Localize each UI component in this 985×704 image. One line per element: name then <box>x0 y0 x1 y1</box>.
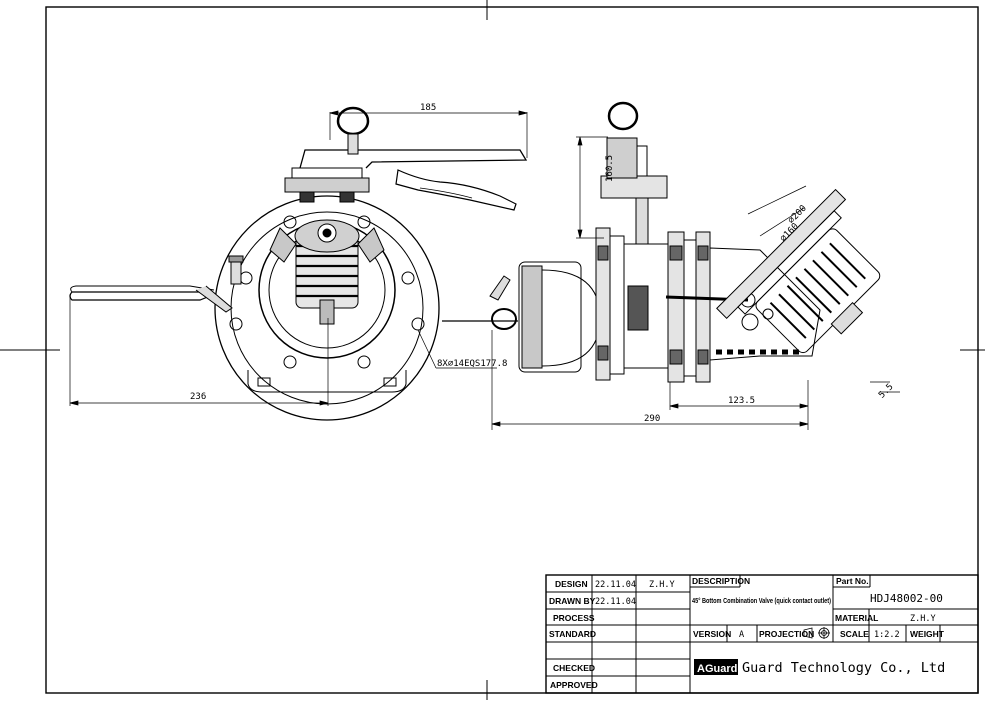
drawn-by-label: DRAWN BY <box>549 596 596 606</box>
dim-flange-thickness: 5.5 <box>877 382 896 401</box>
process-label: PROCESS <box>553 613 595 623</box>
material-label: MATERIAL <box>835 613 878 623</box>
design-by: Z.H.Y <box>649 580 675 590</box>
description-label: DESCRIPTION <box>692 576 750 586</box>
drawn-date: 22.11.04 <box>595 597 636 607</box>
scale-value: 1:2.2 <box>874 630 900 640</box>
dim-overall-length: 290 <box>644 414 660 424</box>
material-value: Z.H.Y <box>910 614 936 624</box>
dim-bolt-pattern: 8X⌀14EQS177.8 <box>437 359 507 369</box>
projection-symbol-icon <box>803 627 830 639</box>
logo-text: AGuard <box>697 663 737 675</box>
front-dimension-lines <box>69 110 528 406</box>
title-block <box>545 574 979 694</box>
design-label: DESIGN <box>555 579 588 589</box>
projection-label: PROJECTION <box>759 629 814 639</box>
part-no-value: HDJ48002-00 <box>870 592 943 605</box>
description-value: 45° Bottom Combination Valve (quick cont… <box>692 597 831 605</box>
company-logo: AGuard <box>694 659 738 675</box>
dim-lever-reach: 236 <box>190 392 206 402</box>
dim-height: 160.5 <box>605 155 615 182</box>
dim-offset: 123.5 <box>728 396 755 406</box>
checked-label: CHECKED <box>553 663 595 673</box>
approved-label: APPROVED <box>550 680 598 690</box>
sheet-border <box>45 6 979 694</box>
dim-handle-length: 185 <box>420 103 436 113</box>
scale-label: SCALE <box>840 629 869 639</box>
company-name: Guard Technology Co., Ltd <box>742 660 945 676</box>
side-dimension-lines <box>491 136 900 430</box>
version-label: VERSION <box>693 629 731 639</box>
version-value: A <box>739 630 744 640</box>
front-view <box>69 106 528 421</box>
part-no-label: Part No. <box>836 576 869 586</box>
side-view <box>442 101 881 383</box>
design-date: 22.11.04 <box>595 580 636 590</box>
standard-label: STANDARD <box>549 629 596 639</box>
weight-label: WEIGHT <box>910 629 945 639</box>
